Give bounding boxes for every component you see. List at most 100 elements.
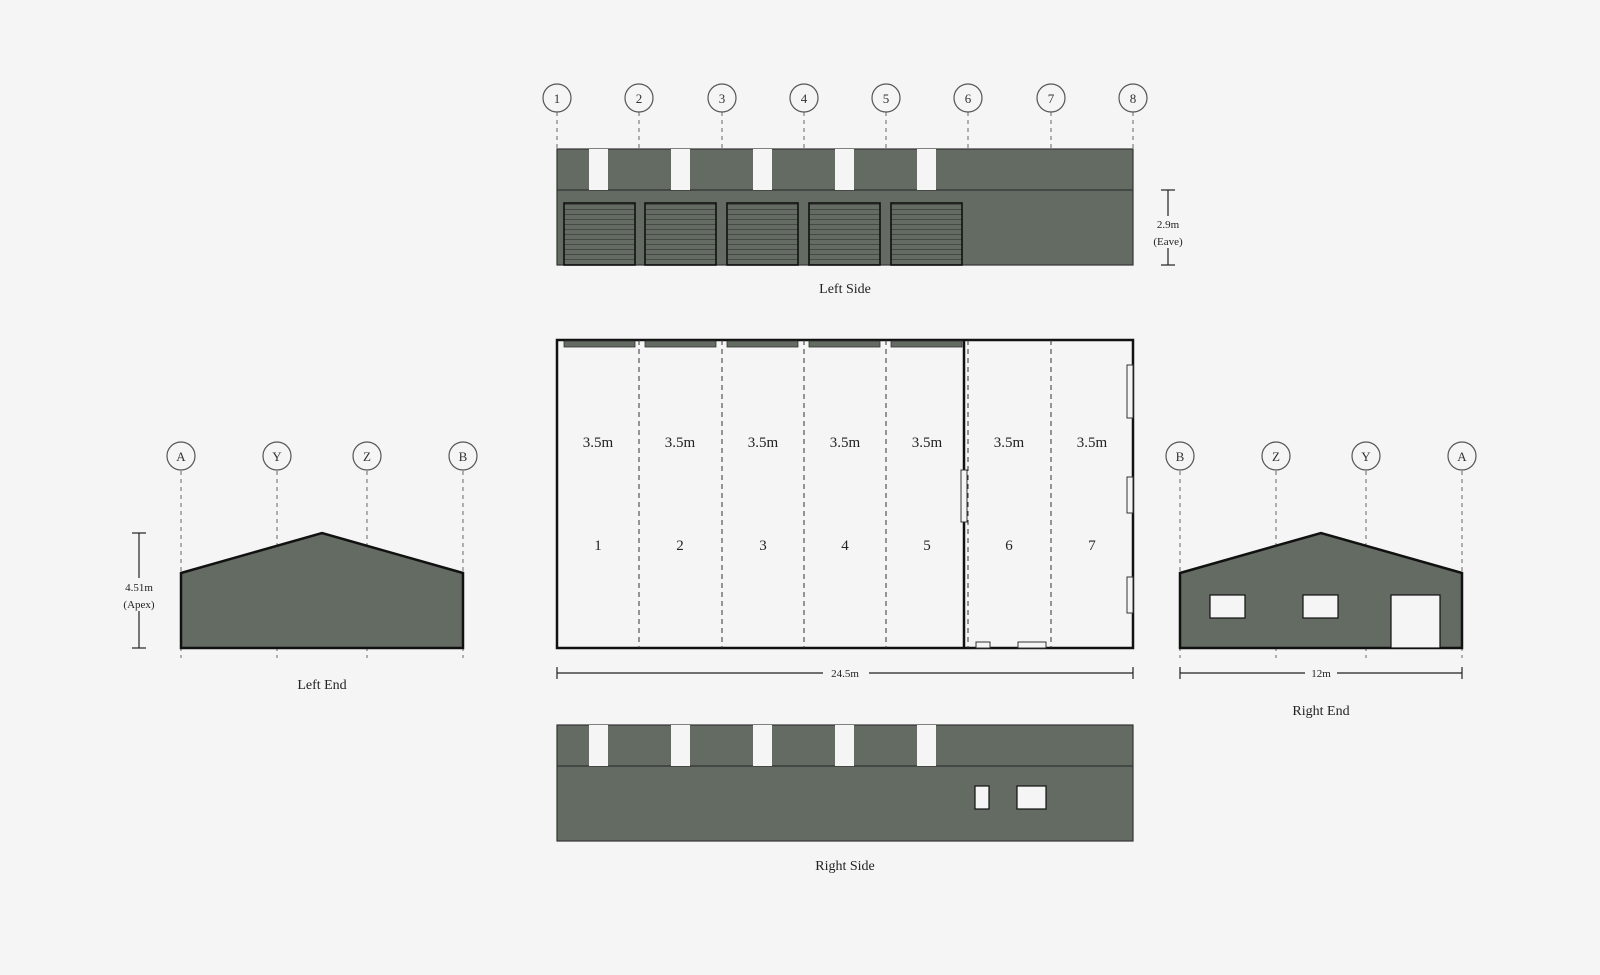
grid-label: Y [1361,449,1371,464]
bay-number: 1 [594,538,602,554]
bay-width: 3.5m [665,435,696,451]
window-marker [1126,576,1134,614]
grid-bubble-8: 8 [1118,83,1148,113]
eave-dimension-backing [1150,216,1186,248]
plan-door-openings [563,340,963,348]
building-width: 12m [1311,668,1331,680]
window [974,785,990,810]
bay-width: 3.5m [583,435,614,451]
eave-height-note: (Eave) [1153,236,1183,248]
grid-bubble-5: 5 [871,83,901,113]
grid-label: 2 [636,91,643,106]
right-side-title: Right Side [815,859,875,874]
bay-number: 7 [1088,538,1096,554]
length-dimension [556,667,1134,679]
grid-label: A [176,449,186,464]
bay-width: 3.5m [1077,435,1108,451]
grid-label: Z [1272,449,1280,464]
rooflight [835,149,854,190]
rooflight [917,149,936,190]
grid-bubble-1: 1 [542,83,572,113]
grid-bubble-b: B [1165,441,1195,471]
grid-label: 1 [554,91,561,106]
bay-width: 3.5m [748,435,779,451]
window [1209,594,1246,619]
rooflights [589,149,936,190]
roller-door [726,202,799,266]
plan-bay-lines [638,340,1052,648]
apex-height-note: (Apex) [123,599,154,611]
grid-label: 4 [801,91,808,106]
rooflight [671,725,690,766]
window-marker [1017,641,1047,649]
right-side-windows [974,785,1047,810]
grid-label: A [1457,449,1467,464]
door-opening [808,340,881,348]
width-dimension [1179,667,1463,679]
roller-door [808,202,881,266]
right-side-elevation: Right Side [556,724,1134,874]
right-end-title: Right End [1292,704,1349,719]
right-end-grid-bubbles: B Z Y A [1165,441,1477,471]
bay-number: 2 [676,538,684,554]
grid-label: 8 [1130,91,1137,106]
grid-bubble-3: 3 [707,83,737,113]
apex-dimension-backing [120,578,158,611]
grid-bubble-z: Z [352,441,382,471]
grid-bubble-6: 6 [953,83,983,113]
rooflight [753,725,772,766]
length-grid-lines [556,112,1134,149]
door-opening [644,340,717,348]
grid-bubble-a: A [166,441,196,471]
window-marker [1126,476,1134,514]
roller-door [644,202,717,266]
eave-height-value: 2.9m [1157,219,1180,231]
grid-bubble-z: Z [1261,441,1291,471]
grid-bubble-y: Y [262,441,292,471]
grid-bubble-7: 7 [1036,83,1066,113]
right-end-elevation: B Z Y A 12m Right End [1165,441,1477,719]
grid-label: 7 [1048,91,1055,106]
grid-bubble-2: 2 [624,83,654,113]
roller-doors [563,202,963,266]
bay-number: 6 [1005,538,1013,554]
rooflights [589,725,936,766]
left-end-elevation: A Y Z B 4.51m (Apex) Left End [120,441,478,693]
door-opening [726,340,799,348]
bay-width: 3.5m [912,435,943,451]
bay-number: 4 [841,538,849,554]
roller-door [890,202,963,266]
roller-door [563,202,636,266]
door-opening [563,340,636,348]
window [1016,785,1047,810]
left-side-elevation: 1 2 3 4 5 6 7 8 [542,83,1186,297]
plan-window-markers [960,364,1134,649]
rooflight [835,725,854,766]
rooflight [917,725,936,766]
bay-number-labels: 1 2 3 4 5 6 7 [594,538,1096,554]
grid-label: B [459,449,468,464]
window-marker [975,641,991,649]
grid-label: B [1176,449,1185,464]
grid-label: 3 [719,91,726,106]
bay-number: 5 [923,538,931,554]
grid-bubble-a: A [1447,441,1477,471]
length-grid-bubbles: 1 2 3 4 5 6 7 8 [542,83,1148,113]
plan-outline [555,338,1135,650]
grid-label: 5 [883,91,890,106]
building-length: 24.5m [831,668,859,680]
left-end-gable [179,531,465,650]
personnel-door [1390,594,1441,649]
floor-plan: 3.5m 3.5m 3.5m 3.5m 3.5m 3.5m 3.5m 1 2 3… [555,338,1135,680]
rooflight [671,149,690,190]
bay-width-labels: 3.5m 3.5m 3.5m 3.5m 3.5m 3.5m 3.5m [583,435,1108,451]
left-end-title: Left End [297,678,346,693]
bay-width: 3.5m [830,435,861,451]
grid-bubble-y: Y [1351,441,1381,471]
rooflight [589,149,608,190]
grid-label: 6 [965,91,972,106]
apex-height-value: 4.51m [125,582,153,594]
left-end-grid-bubbles: A Y Z B [166,441,478,471]
window [1302,594,1339,619]
